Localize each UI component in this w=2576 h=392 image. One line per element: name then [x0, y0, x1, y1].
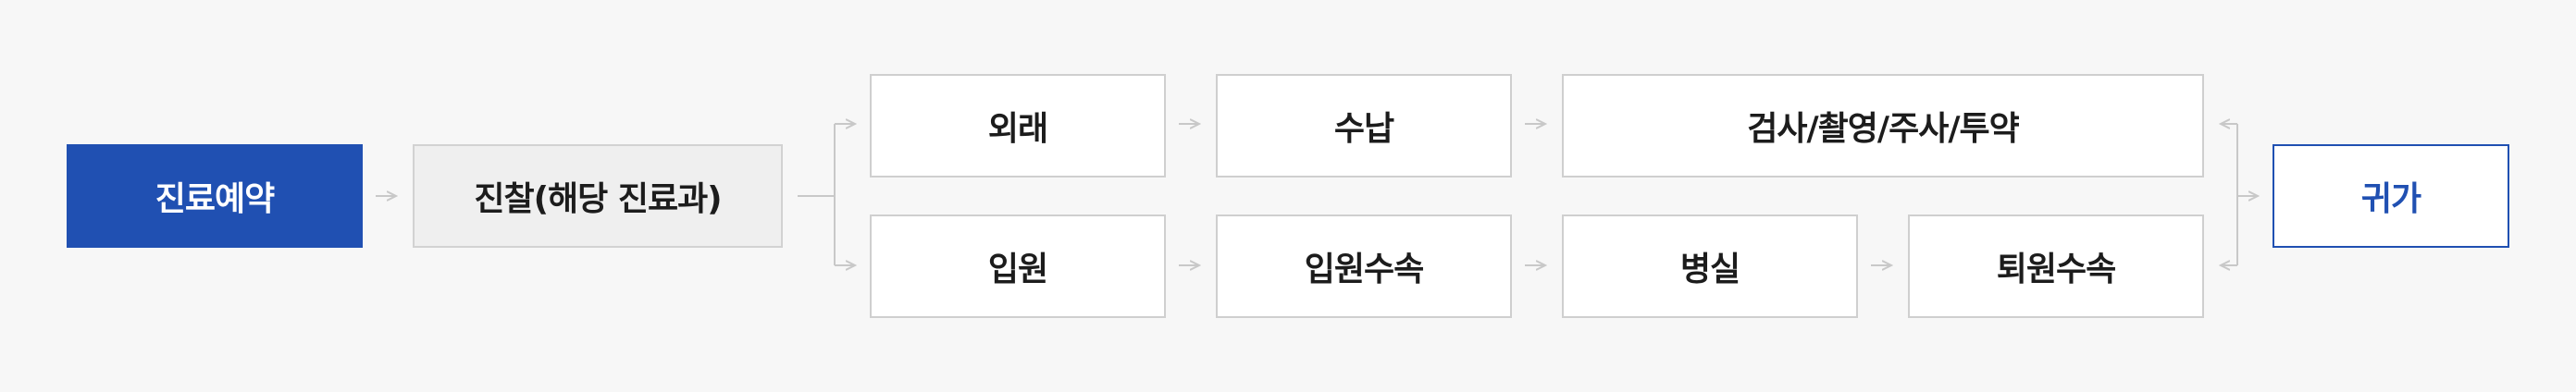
consultation-label: 진찰(해당 진료과): [474, 180, 722, 218]
return-home-label: 귀가: [2360, 180, 2421, 218]
procedures-box: 검사/촬영/주사/투약: [1562, 74, 2204, 178]
consultation-box: 진찰(해당 진료과): [413, 144, 783, 248]
inpatient-box: 입원: [870, 214, 1166, 318]
reservation-label: 진료예약: [155, 180, 275, 218]
procedures-label: 검사/촬영/주사/투약: [1747, 110, 2019, 148]
outpatient-label: 외래: [987, 110, 1048, 148]
discharge-label: 퇴원수속: [1996, 251, 2116, 288]
admission-box: 입원수속: [1216, 214, 1512, 318]
ward-label: 병실: [1679, 251, 1740, 288]
outpatient-box: 외래: [870, 74, 1166, 178]
discharge-box: 퇴원수속: [1908, 214, 2204, 318]
ward-box: 병실: [1562, 214, 1858, 318]
admission-label: 입원수속: [1304, 251, 1424, 288]
payment-label: 수납: [1333, 110, 1394, 148]
reservation-box: 진료예약: [67, 144, 363, 248]
payment-box: 수납: [1216, 74, 1512, 178]
return-home-box: 귀가: [2273, 144, 2509, 248]
inpatient-label: 입원: [987, 251, 1048, 288]
